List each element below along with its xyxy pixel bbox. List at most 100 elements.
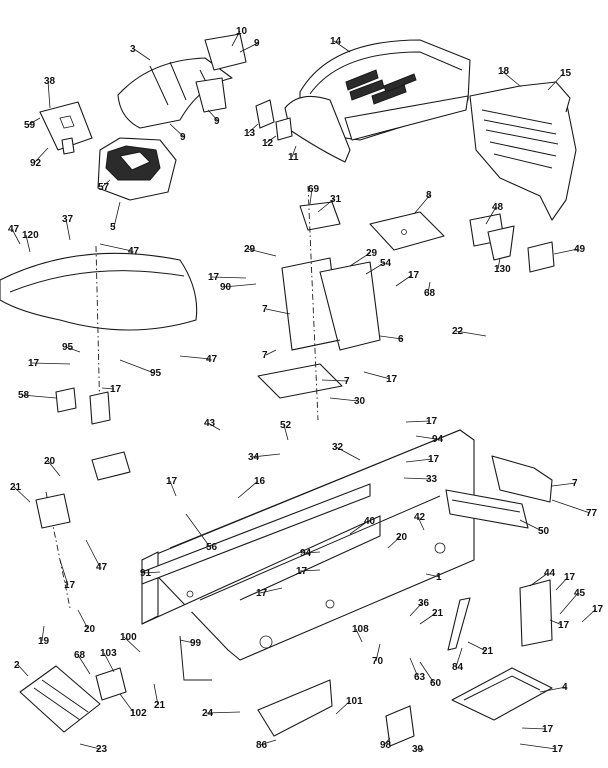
callout-84: 84 [452, 647, 464, 673]
callout-leader-line [237, 480, 259, 499]
callout-leader-line [101, 179, 111, 188]
part-left-bracket-38 [39, 101, 93, 155]
callout-number: 7 [262, 304, 268, 315]
callout-12: 12 [262, 135, 277, 149]
callout-50: 50 [519, 519, 550, 537]
part-rear-bracket-44 [519, 579, 553, 647]
callout-leader-line [405, 420, 431, 423]
part-panel-98 [257, 679, 333, 737]
callout-leader-line [11, 228, 21, 245]
callout-number: 17 [552, 744, 564, 755]
callout-number: 50 [538, 526, 550, 537]
callout-leader-line [259, 739, 277, 746]
callout-47: 47 [85, 539, 108, 573]
callout-68: 68 [424, 281, 436, 299]
callout-leader-line [363, 371, 391, 380]
callout-77: 77 [551, 499, 598, 519]
callout-number: 4 [562, 682, 568, 693]
callout-leader-line [455, 330, 487, 337]
callout-leader-line [113, 201, 121, 228]
callout-leader-line [77, 609, 89, 630]
callout-leader-line [501, 70, 521, 87]
callout-2: 2 [14, 660, 29, 677]
callout-number: 17 [408, 270, 420, 281]
callout-number: 20 [396, 532, 408, 543]
callout-42: 42 [414, 512, 426, 531]
callout-leader-line [291, 145, 297, 158]
callout-20: 20 [44, 456, 61, 477]
part-bracket-39 [385, 705, 415, 747]
part-bracket-49 [527, 241, 555, 273]
callout-number: 21 [432, 608, 444, 619]
callout-number: 8 [426, 190, 432, 201]
callout-number: 7 [262, 350, 268, 361]
callout-number: 86 [256, 740, 268, 751]
callout-number: 57 [98, 182, 110, 193]
callout-leader-line [169, 480, 177, 497]
callout-90: 90 [220, 282, 257, 293]
callout-32: 32 [332, 442, 361, 461]
callout-number: 21 [482, 646, 494, 657]
callout-number: 18 [498, 66, 510, 77]
callout-1: 1 [425, 572, 442, 583]
callout-leader-line [17, 664, 29, 677]
callout-15: 15 [547, 68, 572, 91]
callout-number: 2 [14, 660, 20, 671]
callout-number: 68 [74, 650, 86, 661]
callout-86: 86 [256, 739, 277, 751]
callout-29: 29 [349, 248, 378, 267]
callout-leader-line [349, 520, 369, 535]
callout-120: 120 [22, 230, 39, 253]
callout-number: 70 [372, 656, 384, 667]
part-dash-assembly [257, 185, 381, 421]
callout-17: 17 [28, 358, 71, 369]
callout-102: 102 [119, 693, 147, 719]
callout-leader-line [395, 274, 413, 287]
callout-number: 23 [96, 744, 108, 755]
callout-number: 108 [352, 624, 369, 635]
callout-6: 6 [379, 334, 404, 345]
callout-17: 17 [405, 416, 438, 427]
callout-number: 16 [254, 476, 266, 487]
callout-40: 40 [349, 516, 376, 535]
callout-17: 17 [101, 384, 122, 395]
callout-number: 103 [100, 648, 117, 659]
callout-number: 17 [428, 454, 440, 465]
callout-number: 9 [180, 132, 186, 143]
callout-31: 31 [317, 194, 342, 213]
callout-leader-line [529, 572, 549, 587]
callout-leader-line [265, 308, 291, 315]
callout-number: 94 [432, 434, 444, 445]
callout-number: 36 [418, 598, 430, 609]
callout-17: 17 [555, 572, 576, 591]
callout-leader-line [455, 647, 463, 668]
callout-49: 49 [553, 244, 586, 255]
callout-7: 7 [321, 376, 350, 387]
callout-39: 39 [412, 744, 425, 755]
callout-leader-line [375, 643, 381, 662]
callout-17: 17 [208, 272, 247, 283]
callout-leader-line [207, 422, 221, 431]
callout-number: 10 [236, 26, 248, 37]
part-bracket-20 [91, 451, 131, 481]
callout-leader-line [247, 123, 259, 134]
callout-7: 7 [262, 349, 277, 361]
callout-leader-line [485, 206, 497, 225]
callout-95: 95 [119, 359, 162, 379]
callout-leader-line [329, 397, 359, 402]
callout-30: 30 [329, 396, 366, 407]
callout-leader-line [207, 109, 219, 122]
callout-number: 6 [398, 334, 404, 345]
callout-leader-line [559, 592, 579, 615]
callout-number: 63 [414, 672, 426, 683]
callout-number: 47 [96, 562, 108, 573]
callout-number: 22 [452, 326, 464, 337]
part-plate-24 [451, 667, 553, 721]
callout-36: 36 [409, 598, 430, 617]
callout-5: 5 [110, 201, 121, 233]
callout-leader-line [413, 194, 431, 215]
callout-95: 95 [62, 342, 81, 353]
callout-13: 13 [244, 123, 259, 139]
callout-number: 7 [572, 478, 578, 489]
callout-number: 34 [248, 452, 260, 463]
